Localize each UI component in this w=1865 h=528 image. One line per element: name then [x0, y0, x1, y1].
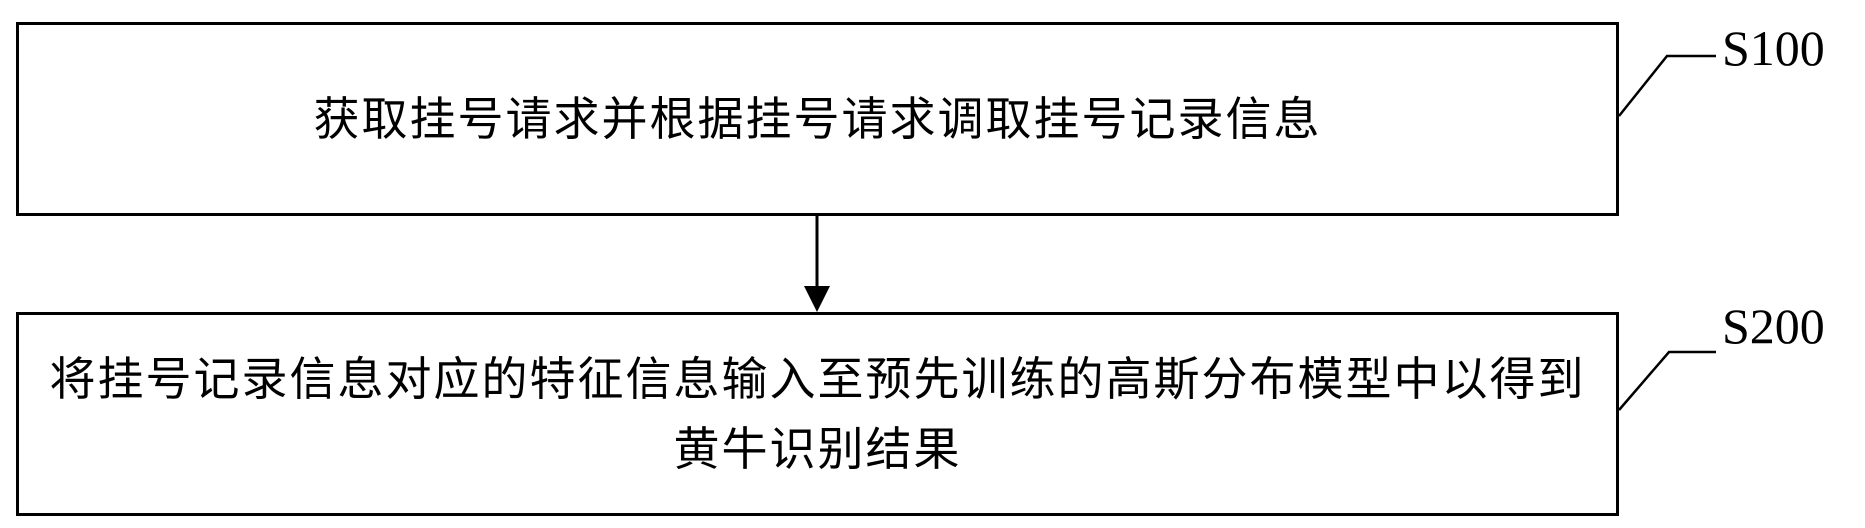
step-text-s100: 获取挂号请求并根据挂号请求调取挂号记录信息: [313, 92, 1322, 146]
step-label-s200: S200: [1722, 298, 1825, 354]
leader-line-s200: [1618, 350, 1716, 411]
step-label-s100: S100: [1722, 20, 1825, 76]
step-box-s100: 获取挂号请求并根据挂号请求调取挂号记录信息: [16, 22, 1619, 216]
leader-line-s100: [1618, 54, 1716, 117]
flow-arrow-head: [804, 286, 830, 312]
step-box-s200: 将挂号记录信息对应的特征信息输入至预先训练的高斯分布模型中以得到黄牛识别结果: [16, 312, 1619, 516]
step-text-s200: 将挂号记录信息对应的特征信息输入至预先训练的高斯分布模型中以得到黄牛识别结果: [49, 352, 1586, 476]
